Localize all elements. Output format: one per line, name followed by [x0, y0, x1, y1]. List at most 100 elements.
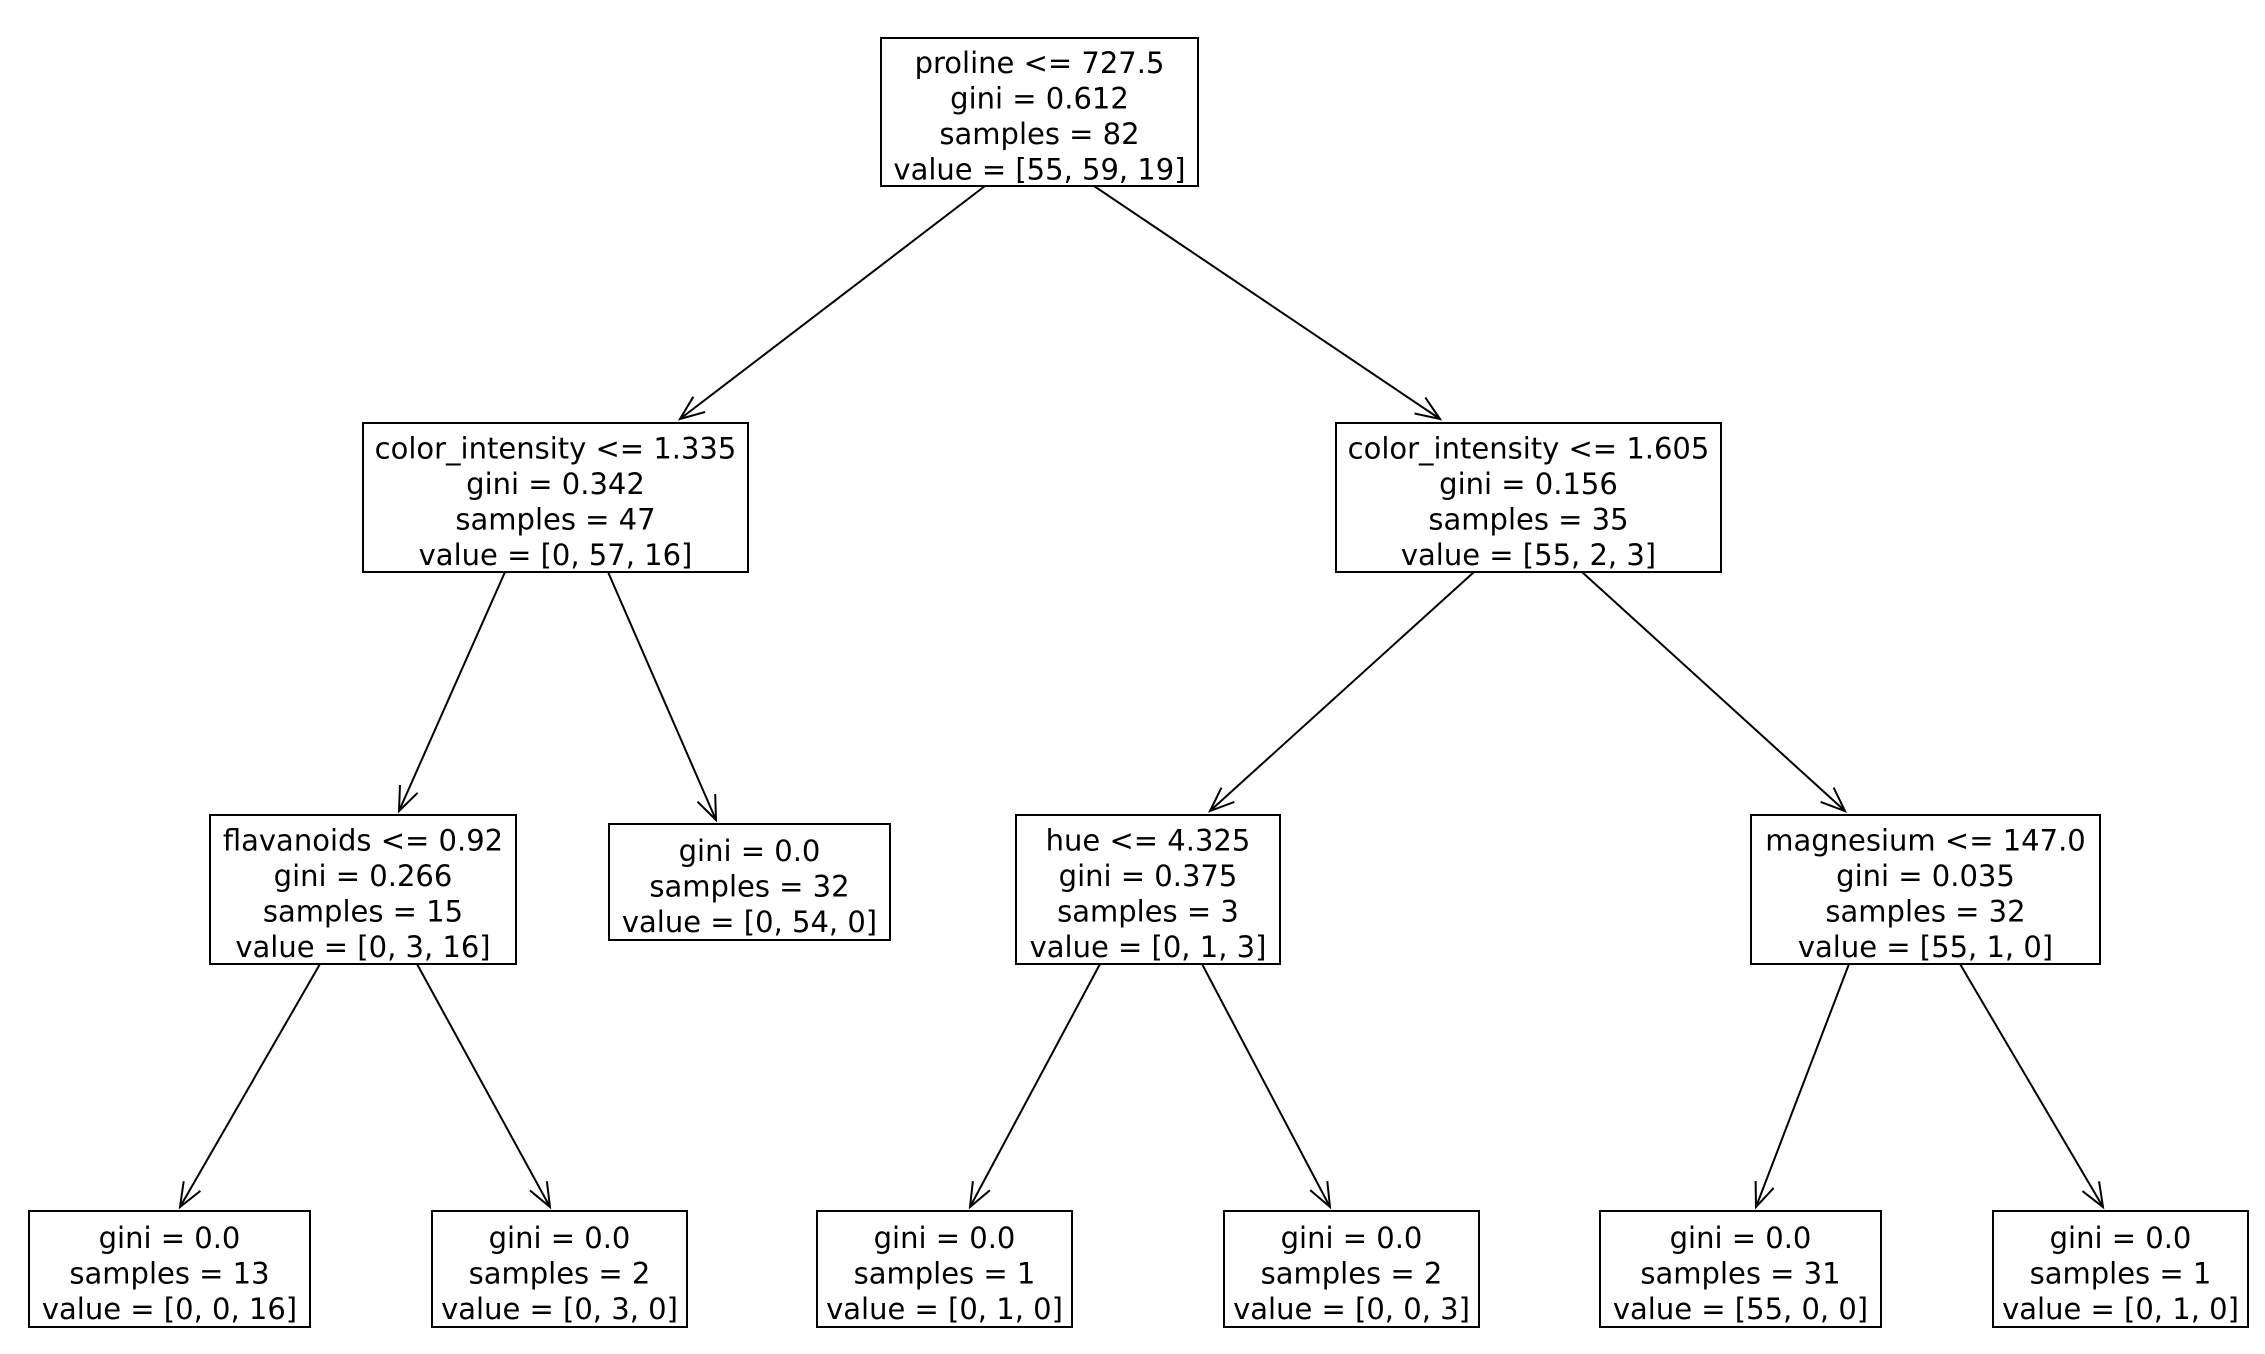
node-text-line: value = [55, 0, 0] [1613, 1292, 1868, 1326]
node-text-line: samples = 35 [1428, 503, 1628, 537]
node-box[interactable] [1992, 1210, 2249, 1328]
tree-edge-false [416, 963, 552, 1210]
edge-line [1209, 571, 1475, 812]
node-text-line: value = [55, 1, 0] [1798, 930, 2053, 964]
edge-arrowhead-icon [968, 1181, 991, 1210]
node-text-line: samples = 13 [69, 1256, 269, 1290]
node-box[interactable] [1750, 814, 2101, 965]
tree-edge-true [1754, 963, 1850, 1210]
edge-line [1755, 963, 1850, 1208]
node-text-line: value = [0, 54, 0] [622, 905, 877, 939]
node-text-line: magnesium <= 147.0 [1765, 824, 2086, 858]
node-text-line: color_intensity <= 1.605 [1348, 432, 1710, 466]
node-text-line: samples = 2 [469, 1256, 651, 1290]
node-text-line: value = [0, 0, 3] [1233, 1292, 1470, 1326]
node-text-line: gini = 0.0 [489, 1221, 631, 1255]
node-box[interactable] [816, 1210, 1073, 1328]
edge-arrowhead-icon [1820, 787, 1847, 813]
node-text-line: value = [0, 3, 16] [235, 930, 490, 964]
edge-line [969, 963, 1101, 1208]
node-text-line: samples = 47 [455, 503, 655, 537]
node-text-line: flavanoids <= 0.92 [223, 824, 503, 858]
node-text-line: gini = 0.035 [1836, 859, 2015, 893]
edge-arrowhead-icon [2081, 1181, 2105, 1210]
node-text-line: value = [0, 1, 3] [1030, 930, 1267, 964]
node-box[interactable] [1599, 1210, 1882, 1328]
edge-line [1093, 185, 1441, 420]
tree-edge-false [1581, 571, 1847, 813]
tree-edge-true [677, 185, 986, 421]
edge-line [416, 963, 551, 1208]
node-text-line: value = [0, 3, 0] [441, 1292, 678, 1326]
tree-edge-false [1959, 963, 2105, 1210]
node-text-line: gini = 0.375 [1059, 859, 1238, 893]
node-box[interactable] [28, 1210, 311, 1328]
edge-arrowhead-icon [1208, 787, 1235, 813]
node-text-line: gini = 0.0 [1670, 1221, 1812, 1255]
node-box[interactable] [1015, 814, 1281, 965]
edge-arrowhead-icon [397, 784, 419, 814]
node-text-line: hue <= 4.325 [1046, 824, 1251, 858]
node-box[interactable] [880, 37, 1199, 187]
node-text-line: samples = 15 [263, 895, 463, 929]
node-text-line: samples = 32 [649, 869, 849, 903]
node-text-line: samples = 3 [1057, 895, 1239, 929]
node-text-line: samples = 1 [854, 1256, 1036, 1290]
node-box[interactable] [209, 814, 517, 965]
edge-line [1959, 963, 2104, 1208]
node-text-line: color_intensity <= 1.335 [375, 432, 737, 466]
edge-arrowhead-icon [696, 793, 718, 823]
node-text-line: value = [0, 1, 0] [826, 1292, 1063, 1326]
node-text-line: value = [55, 59, 19] [893, 153, 1185, 187]
node-box[interactable] [608, 823, 891, 941]
node-box[interactable] [1335, 422, 1722, 573]
node-text-line: value = [0, 1, 0] [2002, 1292, 2239, 1326]
edge-line [398, 571, 506, 812]
node-text-line: gini = 0.0 [1281, 1221, 1423, 1255]
edge-arrowhead-icon [178, 1181, 202, 1210]
node-text-line: gini = 0.0 [2050, 1221, 2192, 1255]
node-box[interactable] [1223, 1210, 1480, 1328]
tree-edge-true [1208, 571, 1475, 813]
edge-layer [178, 185, 2105, 1210]
node-text-line: gini = 0.612 [950, 82, 1129, 116]
node-text-line: samples = 1 [2030, 1256, 2212, 1290]
edge-arrowhead-icon [677, 396, 706, 421]
edge-line [179, 963, 321, 1208]
node-text-line: samples = 82 [939, 117, 1139, 151]
tree-edge-false [1093, 185, 1443, 421]
node-text-line: gini = 0.0 [99, 1221, 241, 1255]
node-text-line: samples = 2 [1261, 1256, 1443, 1290]
node-box[interactable] [431, 1210, 688, 1328]
node-box[interactable] [362, 422, 749, 573]
node-text-line: samples = 32 [1825, 895, 2025, 929]
edge-line [679, 185, 986, 420]
node-text-line: proline <= 727.5 [915, 46, 1165, 80]
edge-line [1581, 571, 1846, 812]
edge-line [607, 571, 717, 821]
node-text-line: gini = 0.0 [679, 834, 821, 868]
tree-edge-true [397, 571, 506, 814]
tree-edge-true [968, 963, 1101, 1210]
tree-edge-false [1201, 963, 1332, 1210]
tree-edge-true [178, 963, 321, 1210]
node-text-line: gini = 0.156 [1439, 467, 1618, 501]
edge-arrowhead-icon [1754, 1180, 1775, 1210]
node-text-line: samples = 31 [1640, 1256, 1840, 1290]
node-text-line: value = [0, 57, 16] [419, 538, 693, 572]
